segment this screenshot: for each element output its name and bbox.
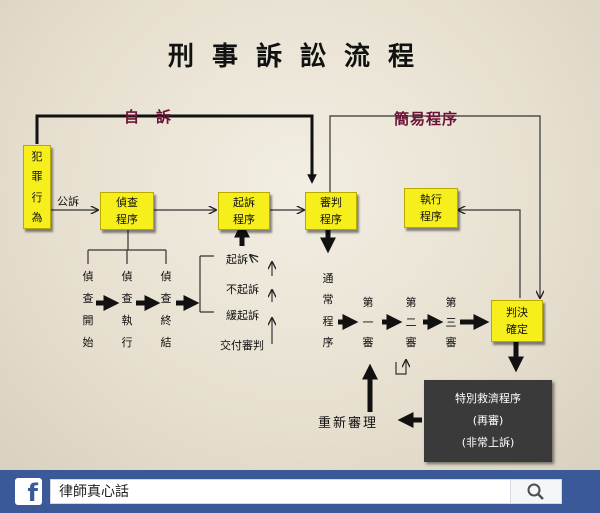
up-arrow-diag (250, 255, 258, 262)
simple-procedure-line (329, 115, 540, 298)
page-title: 刑事訴訟流程 (167, 42, 432, 72)
relief-title: 特別救濟程序 (455, 392, 521, 405)
node-execution: 執行 程序 (404, 188, 458, 228)
connector-lines (35, 114, 600, 429)
prosecution-outcome-bracket (199, 255, 214, 313)
outcome-court-trial: 交付審判 (220, 339, 264, 352)
instance-third: 第三審 (445, 296, 457, 349)
node-investigation: 偵查 程序 (100, 192, 154, 230)
ordinary-procedure: 通常程序 (322, 272, 334, 349)
search-input[interactable]: 律師真心話 (50, 479, 562, 504)
self-suit-line (35, 114, 317, 184)
instance-second: 第二審 (405, 296, 417, 349)
outcome-deferred: 緩起訴 (226, 309, 259, 322)
investigation-branch-lines (87, 230, 167, 264)
search-button[interactable] (510, 480, 561, 503)
retrial-connector (395, 360, 406, 375)
outcome-no-indict: 不起訴 (226, 283, 259, 296)
facebook-bar: f 律師真心話 (0, 470, 600, 513)
node-judgment: 判決 確定 (491, 300, 543, 342)
retrial-label: 重新審理 (318, 416, 379, 431)
crime-char: 罪 (31, 170, 43, 184)
outcome-indict: 起訴 (226, 253, 248, 266)
crime-char: 為 (31, 211, 43, 225)
facebook-logo-icon[interactable]: f (15, 478, 42, 507)
stage-investigation-end: 偵查終結 (160, 270, 172, 349)
search-icon (527, 483, 544, 500)
relief-appeal: (非常上訴) (461, 436, 515, 449)
simple-procedure-heading: 簡易程序 (394, 110, 459, 128)
judgment-to-execution-arrow (458, 210, 521, 298)
crime-char: 犯 (31, 149, 43, 163)
relief-retrial: (再審) (472, 414, 504, 427)
public-suit-label: 公訴 (57, 195, 79, 208)
crime-char: 行 (31, 190, 43, 204)
self-suit-heading: 自 訴 (124, 108, 173, 126)
node-trial: 審判 程序 (305, 192, 357, 230)
diagram-canvas: 刑事訴訟流程 (0, 0, 600, 470)
stage-investigation-execute: 偵查執行 (121, 270, 133, 349)
node-special-relief: 特別救濟程序 (再審) (非常上訴) (424, 380, 552, 462)
instance-first: 第一審 (362, 296, 374, 349)
stage-investigation-start: 偵查開始 (82, 270, 94, 349)
node-prosecution: 起訴 程序 (218, 192, 270, 230)
node-crime: 犯 罪 行 為 (23, 145, 51, 229)
